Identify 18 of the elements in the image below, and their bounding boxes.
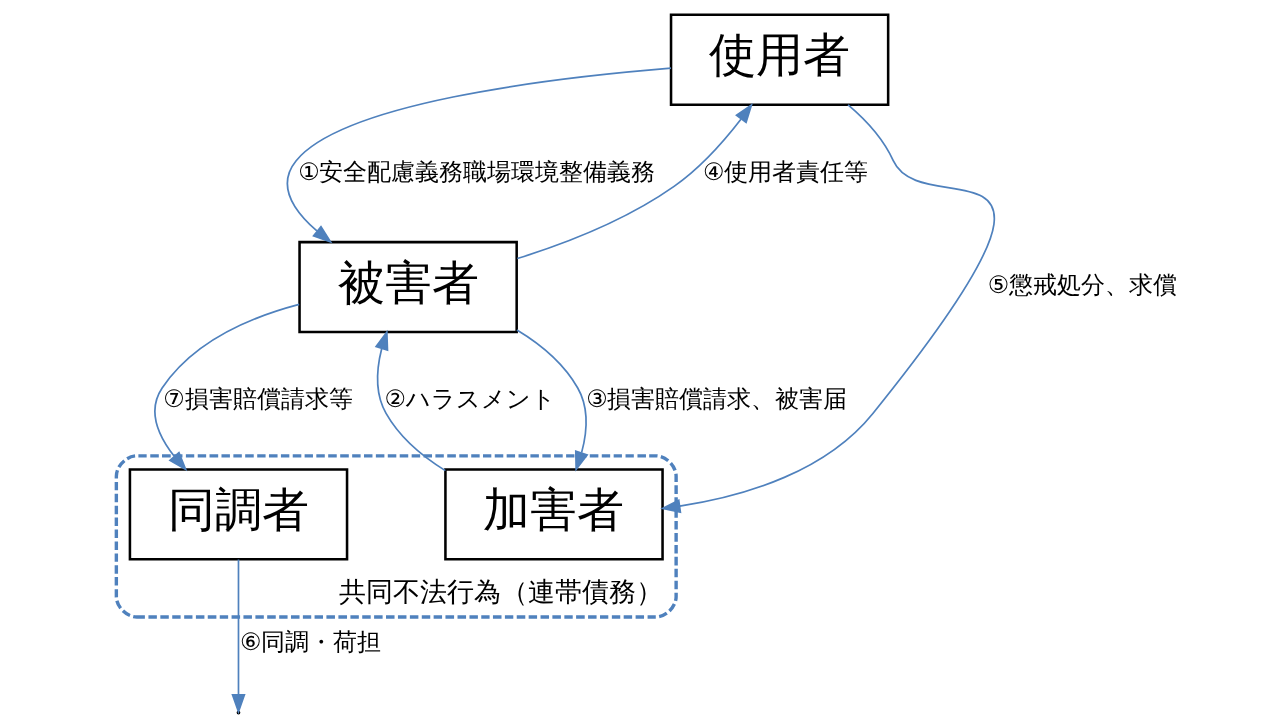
node-box: 同調者 <box>128 468 348 561</box>
arrow <box>374 329 446 472</box>
edge-label: ⑤懲戒処分、求償 <box>987 271 1177 300</box>
edge-label: ⑦損害賠償請求等 <box>162 384 353 413</box>
edge-label: ②ハラスメント <box>383 384 556 413</box>
node-box: 被害者 <box>297 240 518 334</box>
arrow <box>515 329 588 472</box>
arrow <box>515 103 753 260</box>
edge-label: ③損害賠償請求、被害届 <box>585 384 847 413</box>
arrow <box>230 558 246 715</box>
node-box: 使用者 <box>669 13 889 106</box>
node-box: 加害者 <box>443 468 664 561</box>
edge-label: ④使用者責任等 <box>702 157 868 186</box>
edge-label: ①安全配慮義務職場環境整備義務 <box>297 157 655 186</box>
edge-label: ⑥同調・荷担 <box>239 627 381 656</box>
arrow <box>286 67 672 244</box>
arrow <box>659 104 994 514</box>
arrow <box>153 303 300 472</box>
